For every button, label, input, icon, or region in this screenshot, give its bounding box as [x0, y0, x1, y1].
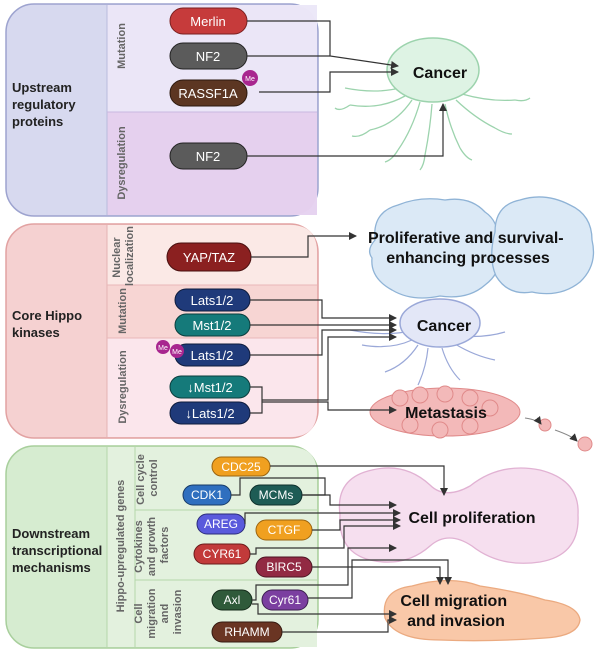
svg-text:Me: Me [158, 345, 168, 352]
svg-text:Mst1/2: Mst1/2 [192, 318, 231, 333]
protein-cyr61-upregulated: CYR61 [193, 543, 251, 565]
svg-text:Me: Me [245, 76, 255, 83]
cytokines-label: Cytokines and growth factors [133, 514, 171, 576]
protein-cdc25: CDC25 [211, 456, 271, 477]
outcome-cell-migration: Cell migration and invasion [400, 593, 511, 630]
svg-text:AREG: AREG [204, 517, 238, 531]
protein-cdk1: CDK1 [182, 484, 232, 506]
migration-label: Cell migration and invasion [133, 585, 184, 638]
svg-text:RHAMM: RHAMM [224, 625, 269, 639]
upstream-title: Upstream regulatory proteins [12, 80, 79, 129]
methyl-badges-core: Me Me [156, 340, 184, 358]
protein-mst-mutation: Mst1/2 [174, 313, 251, 337]
protein-lats-dysregulation: Lats1/2 [174, 343, 251, 367]
outcome-cancer-top: Cancer [413, 65, 467, 82]
svg-text:CTGF: CTGF [268, 523, 301, 537]
upstream-dysregulation-label: Dysregulation [116, 126, 128, 200]
svg-text:CYR61: CYR61 [203, 547, 242, 561]
hippo-genes-label: Hippo-upregulated genes [115, 480, 127, 613]
methyl-badge: Me [242, 70, 258, 86]
protein-mst-down: ↓Mst1/2 [169, 375, 251, 399]
protein-nf2-dysregulation: NF2 [169, 142, 248, 170]
protein-areg: AREG [196, 513, 246, 535]
metastasis-cells-illustration [369, 385, 593, 452]
svg-text:Axl: Axl [224, 593, 241, 607]
svg-text:Merlin: Merlin [190, 14, 225, 29]
cancer-cell-illustration-mid [349, 329, 506, 386]
svg-text:Me: Me [172, 349, 182, 356]
protein-yap-taz: YAP/TAZ [166, 242, 252, 272]
cancer-cell-body-top [386, 37, 480, 103]
upstream-mutation-label: Mutation [116, 23, 128, 69]
svg-text:NF2: NF2 [196, 149, 221, 164]
svg-text:↓Lats1/2: ↓Lats1/2 [185, 406, 234, 421]
downstream-title: Downstream transcriptional mechanisms [12, 526, 106, 575]
cancer-cell-illustration-top [334, 87, 531, 171]
svg-text:CDK1: CDK1 [191, 488, 223, 502]
outcome-proliferative: Proliferative and survival- enhancing pr… [368, 230, 568, 267]
core-mutation-label: Mutation [117, 288, 129, 334]
outcome-cell-proliferation: Cell proliferation [408, 510, 535, 527]
svg-text:RASSF1A: RASSF1A [178, 86, 238, 101]
outcome-metastasis: Metastasis [405, 405, 487, 422]
proliferative-cells-illustration [368, 196, 595, 299]
svg-text:Lats1/2: Lats1/2 [191, 348, 234, 363]
protein-axl: Axl [211, 589, 253, 611]
core-title: Core Hippo kinases [12, 308, 86, 340]
protein-merlin: Merlin [169, 7, 248, 35]
cell-cycle-label: Cell cycle control [135, 451, 160, 505]
core-dysregulation-label: Dysregulation [117, 350, 129, 424]
svg-text:YAP/TAZ: YAP/TAZ [183, 250, 235, 265]
cancer-cell-body-mid [399, 298, 481, 348]
svg-text:Cyr61: Cyr61 [269, 593, 301, 607]
svg-text:Lats1/2: Lats1/2 [191, 293, 234, 308]
cell-migration-illustration [383, 579, 581, 642]
protein-mcms: MCMs [249, 484, 303, 506]
protein-ctgf: CTGF [255, 519, 313, 541]
protein-birc5: BIRC5 [255, 556, 313, 578]
svg-text:BIRC5: BIRC5 [266, 560, 302, 574]
protein-nf2-mutation: NF2 [169, 42, 248, 70]
protein-lats-mutation: Lats1/2 [174, 288, 251, 312]
outcome-cancer-mid: Cancer [417, 318, 471, 335]
protein-cyr61-migration: Cyr61 [261, 589, 309, 611]
cell-proliferation-illustration [338, 467, 579, 564]
protein-rhamm: RHAMM [211, 621, 283, 643]
svg-text:↓Mst1/2: ↓Mst1/2 [187, 380, 233, 395]
core-nuclear-label: Nuclear localization [111, 226, 136, 286]
svg-text:MCMs: MCMs [259, 488, 294, 502]
protein-rassf1a: RASSF1A [169, 79, 248, 107]
svg-text:CDC25: CDC25 [221, 460, 261, 474]
protein-lats-down: ↓Lats1/2 [169, 401, 251, 425]
svg-text:NF2: NF2 [196, 49, 221, 64]
